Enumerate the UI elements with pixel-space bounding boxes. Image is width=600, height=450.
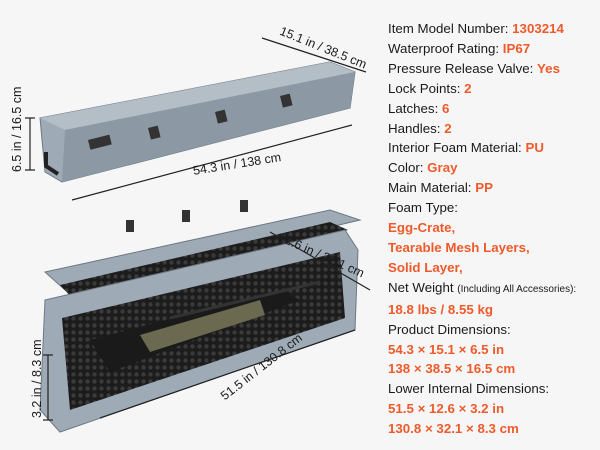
spec-foam-material: Interior Foam Material: PU (388, 140, 544, 156)
spec-lock-points: Lock Points: 2 (388, 80, 472, 96)
foam-type-value: Egg-Crate, (388, 220, 456, 236)
spec-color: Color: Gray (388, 160, 458, 176)
open-case-image (39, 200, 362, 433)
internal-dimensions-in: 51.5 × 12.6 × 3.2 in (388, 401, 505, 417)
product-illustration (25, 37, 371, 433)
product-dimensions-in: 54.3 × 15.1 × 6.5 in (388, 341, 505, 357)
spec-latches: Latches: 6 (388, 100, 450, 116)
product-dimensions-cm: 138 × 38.5 × 16.5 cm (388, 361, 516, 377)
spec-product-dimensions: Product Dimensions: (388, 321, 511, 337)
spec-foam-type: Foam Type: (388, 200, 458, 216)
dimension-lines-closed (25, 37, 367, 201)
spec-waterproof: Waterproof Rating: IP67 (388, 40, 531, 56)
closed-height-label: 6.5 in / 16.5 cm (10, 86, 24, 172)
spec-list: Item Model Number: 1303214 Waterproof Ra… (388, 19, 576, 439)
spec-internal-dimensions: Lower Internal Dimensions: (388, 381, 550, 397)
closed-case-image (39, 61, 356, 183)
foam-type-value: Tearable Mesh Layers, (388, 239, 530, 255)
internal-height-label: 3.2 in / 8.3 cm (30, 339, 44, 418)
spec-model: Item Model Number: 1303214 (388, 21, 564, 36)
net-weight-value: 18.8 lbs / 8.55 kg (388, 301, 493, 317)
foam-type-value: Solid Layer, (388, 259, 463, 275)
spec-handles: Handles: 2 (388, 120, 452, 136)
spec-net-weight: Net Weight (Including All Accessories): (388, 279, 577, 295)
internal-dimensions-cm: 130.8 × 32.1 × 8.3 cm (388, 421, 519, 437)
spec-main-material: Main Material: PP (388, 180, 493, 196)
dimension-lines-open (43, 231, 371, 421)
spec-valve: Pressure Release Valve: Yes (388, 60, 560, 76)
